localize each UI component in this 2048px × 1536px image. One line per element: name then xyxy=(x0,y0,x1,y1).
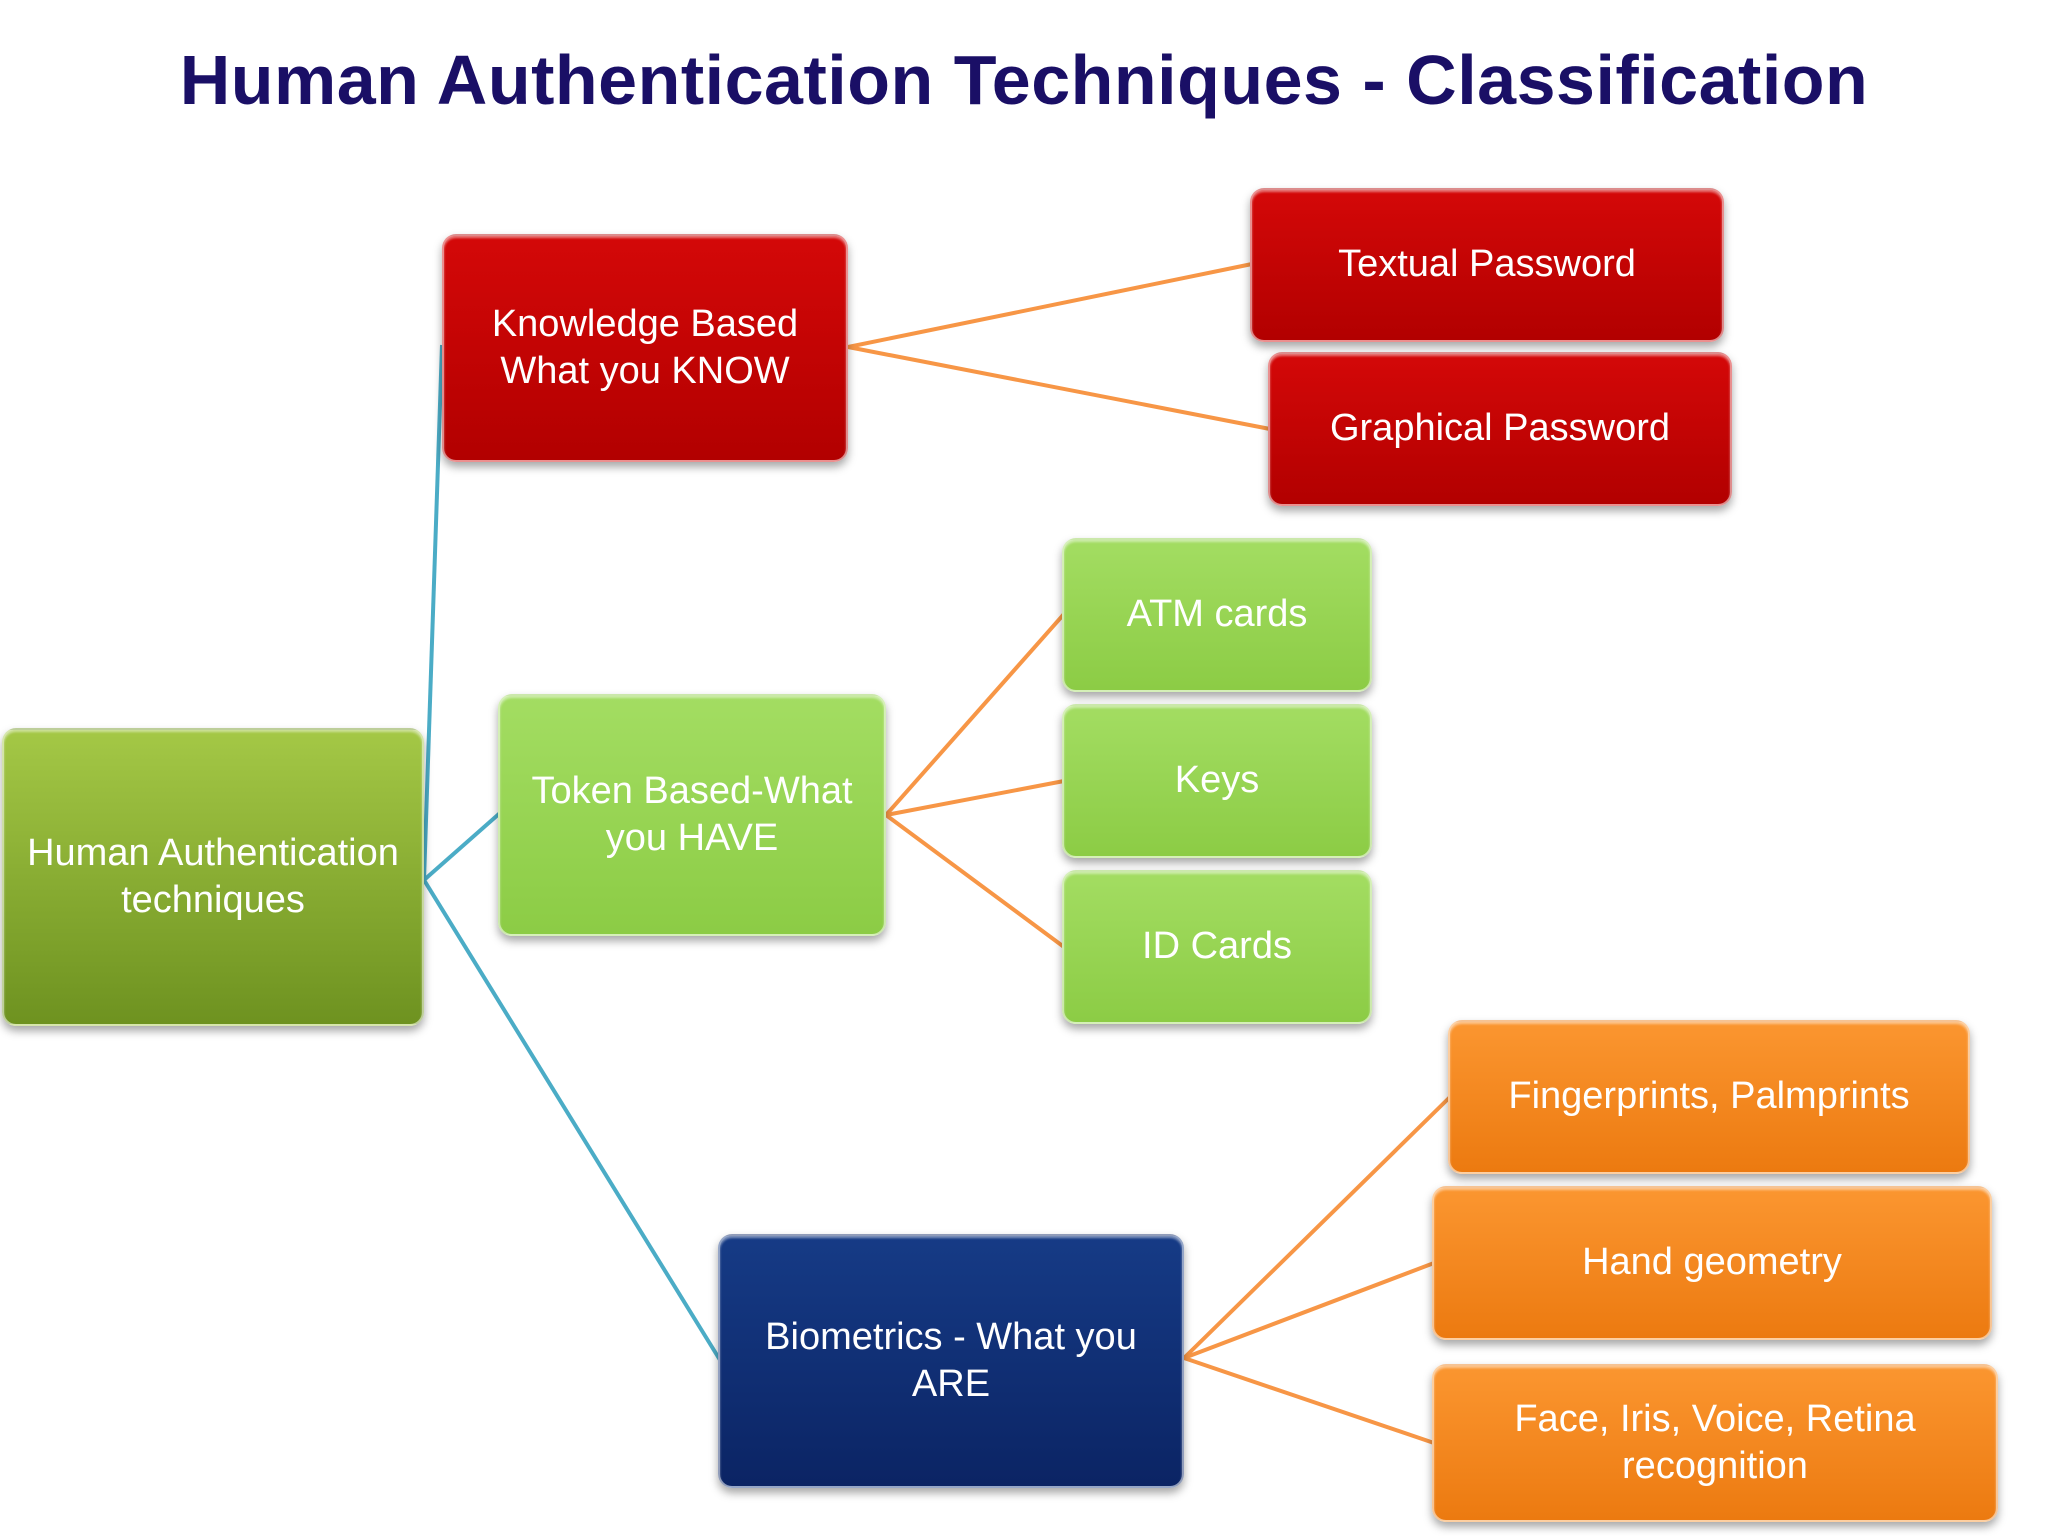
hand-geometry-node: Hand geometry xyxy=(1432,1186,1992,1340)
face-iris-label: Face, Iris, Voice, Retina recognition xyxy=(1514,1397,1916,1488)
root-node-label: Human Authentication techniques xyxy=(27,831,399,922)
keys-label: Keys xyxy=(1174,759,1260,802)
root-node: Human Authentication techniques xyxy=(2,728,424,1026)
face-iris-node: Face, Iris, Voice, Retina recognition xyxy=(1432,1364,1998,1522)
textual-password-label: Textual Password xyxy=(1338,243,1636,286)
knowledge-based-label: Knowledge Based What you KNOW xyxy=(491,302,799,393)
id-cards-label: ID Cards xyxy=(1142,925,1292,968)
textual-password-node: Textual Password xyxy=(1250,188,1724,342)
atm-cards-node: ATM cards xyxy=(1062,538,1372,692)
connector-root-biometrics xyxy=(422,878,722,1362)
connector-biometrics-hand xyxy=(1183,1261,1435,1360)
id-cards-node: ID Cards xyxy=(1062,870,1372,1024)
hand-geometry-label: Hand geometry xyxy=(1582,1241,1842,1284)
connector-biometrics-face xyxy=(1183,1356,1435,1445)
token-based-node: Token Based-What you HAVE xyxy=(498,694,886,936)
biometrics-label: Biometrics - What you ARE xyxy=(765,1315,1137,1406)
biometrics-node: Biometrics - What you ARE xyxy=(718,1234,1184,1488)
connector-root-knowledge xyxy=(422,344,444,881)
fingerprints-node: Fingerprints, Palmprints xyxy=(1448,1020,1970,1174)
fingerprints-label: Fingerprints, Palmprints xyxy=(1508,1075,1910,1118)
connector-knowledge-graphical xyxy=(847,345,1271,431)
connector-biometrics-fingerprints xyxy=(1182,1095,1452,1360)
connector-token-idcards xyxy=(884,813,1066,949)
connector-root-token xyxy=(422,811,502,882)
connector-token-keys xyxy=(885,779,1065,817)
connector-token-atm xyxy=(884,612,1066,817)
connector-knowledge-textual xyxy=(847,262,1253,349)
graphical-password-label: Graphical Password xyxy=(1329,407,1671,450)
knowledge-based-node: Knowledge Based What you KNOW xyxy=(442,234,848,462)
page-title: Human Authentication Techniques - Classi… xyxy=(179,41,1869,119)
graphical-password-node: Graphical Password xyxy=(1268,352,1732,506)
atm-cards-label: ATM cards xyxy=(1126,593,1308,636)
keys-node: Keys xyxy=(1062,704,1372,858)
token-based-label: Token Based-What you HAVE xyxy=(531,769,853,860)
